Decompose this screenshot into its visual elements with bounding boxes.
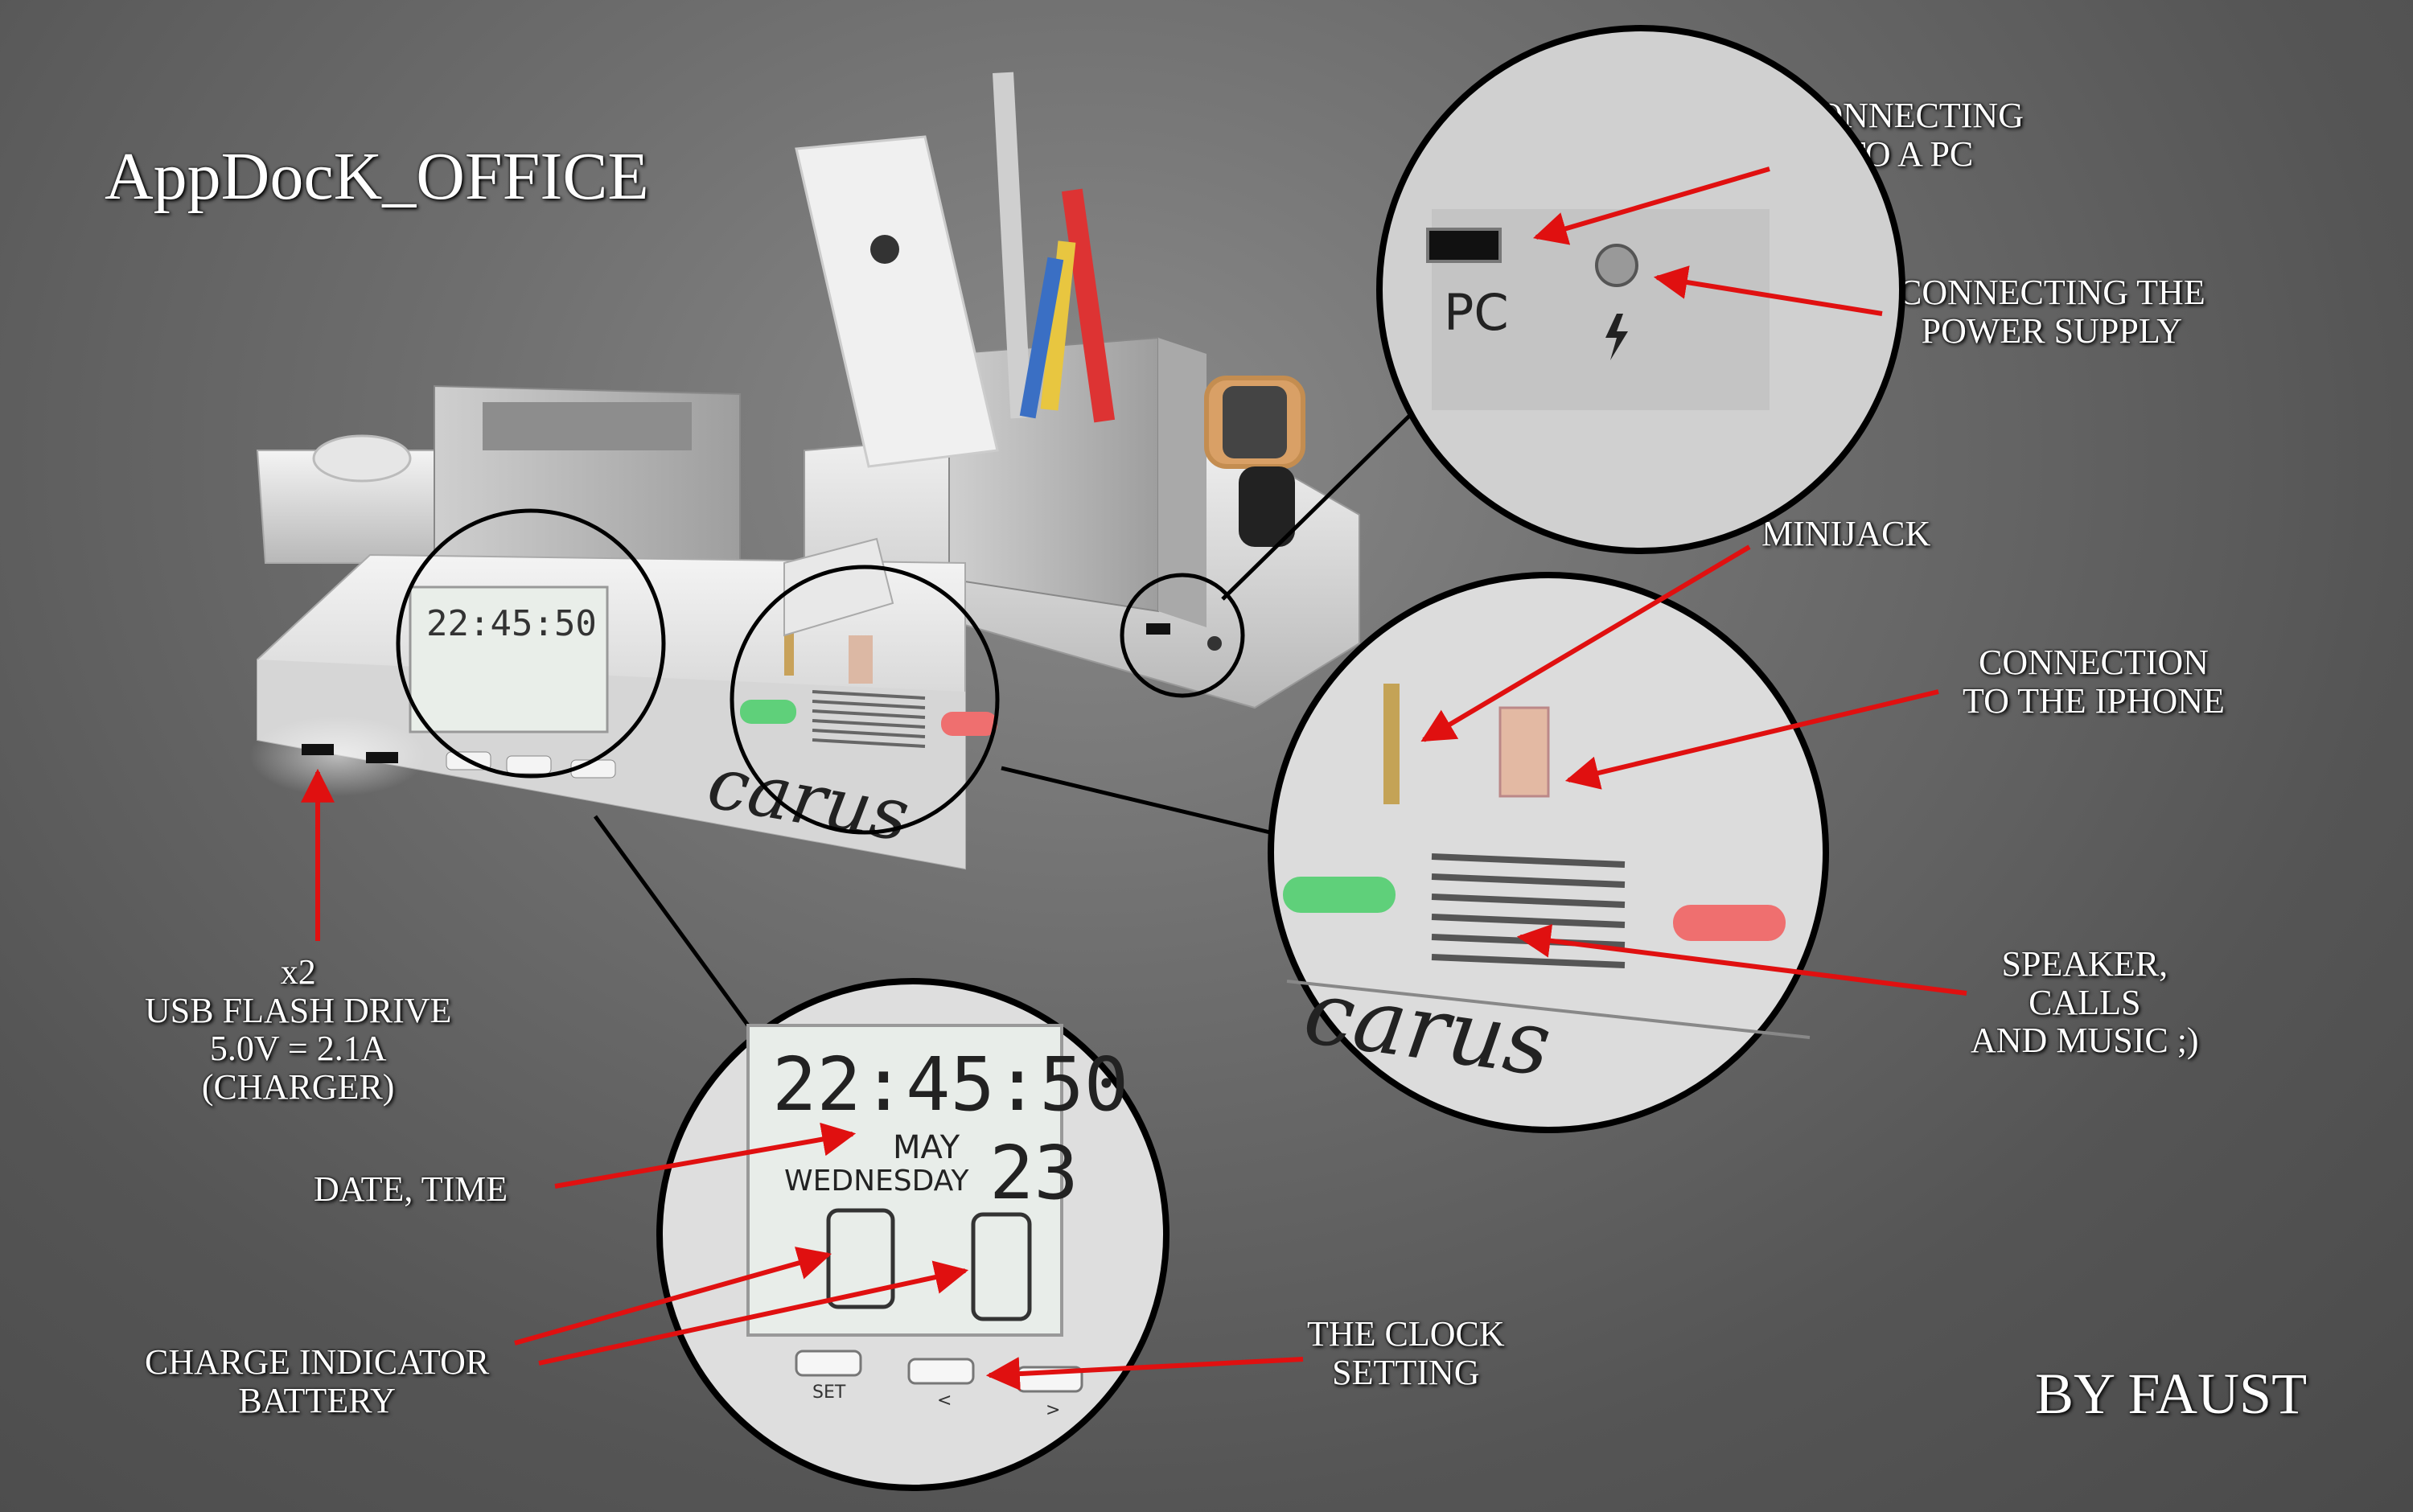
front-dock-unit: 22:45:50 carus: [249, 384, 997, 870]
iphone-connector: [1498, 706, 1550, 798]
svg-text:<: <: [937, 1391, 952, 1411]
usb-port-2: [366, 752, 398, 763]
green-button: [740, 700, 796, 724]
svg-text:WEDNESDAY: WEDNESDAY: [784, 1165, 970, 1198]
usb-port-1: [302, 744, 334, 755]
apple-logo-icon: [870, 235, 899, 264]
svg-text:>: >: [1046, 1400, 1060, 1420]
phone-battery-icon: [971, 1212, 1032, 1321]
zoom-circle-ports-small: [1120, 573, 1245, 698]
svg-text:22:45:50: 22:45:50: [426, 603, 597, 644]
zoom-circle-clock-small: [396, 508, 666, 779]
power-icon: [1605, 314, 1628, 360]
svg-text:MAY: MAY: [893, 1129, 960, 1166]
pc-port: [1426, 228, 1502, 263]
watch-device: [1204, 376, 1305, 547]
iphone-device: [795, 135, 999, 468]
rear-dock-unit: [795, 72, 1360, 709]
svg-text:22:45:50: 22:45:50: [772, 1042, 1128, 1128]
author-credit: BY FAUST: [2035, 1362, 2308, 1426]
svg-text:23: 23: [989, 1130, 1079, 1216]
zoom-circle-speaker-small: [730, 565, 1000, 835]
power-jack: [1595, 244, 1638, 287]
zoom-detail-speaker: carus: [1268, 572, 1829, 1133]
callout-arrows: [301, 166, 1967, 1391]
red-button: [941, 712, 997, 736]
minijack-plug: [1383, 684, 1400, 804]
zoom-detail-clock: 22:45:50 MAY WEDNESDAY 23 SET < >: [656, 978, 1170, 1491]
svg-text:SET: SET: [812, 1383, 846, 1403]
zoom-detail-ports: PC: [1376, 25, 1905, 554]
svg-text:PC: PC: [1444, 283, 1509, 342]
callout-minijack: MINIJACK: [1761, 514, 1931, 553]
callout-date-time: DATE, TIME: [314, 1169, 508, 1209]
page-title: AppDocK_OFFICE: [105, 139, 649, 214]
speaker-green-button: [1283, 877, 1396, 913]
speaker-red-button: [1673, 905, 1786, 941]
